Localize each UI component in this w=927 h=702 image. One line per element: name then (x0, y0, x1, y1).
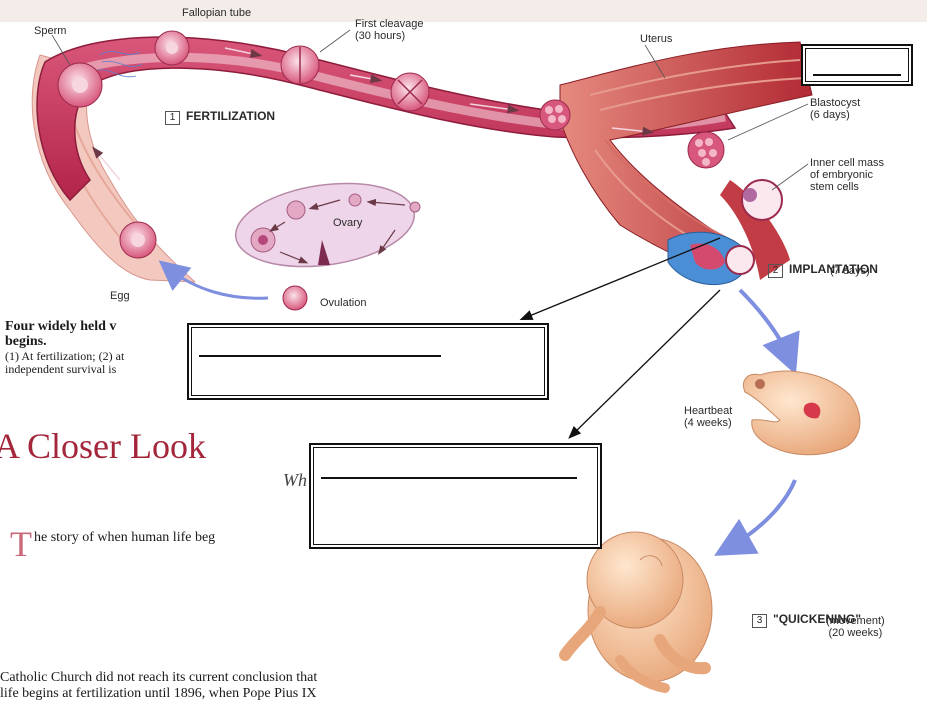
label-implantation-days: (7 days) (830, 265, 870, 277)
implantation-arrow (738, 288, 800, 375)
body-text-line-3: life begins at fertilization until 1896,… (0, 686, 317, 701)
label-fallopian-tube: Fallopian tube (182, 7, 252, 19)
section-heading: A Closer Look (0, 426, 206, 466)
answer-box-1[interactable] (187, 323, 549, 400)
label-heartbeat: Heartbeat (4 weeks) (684, 405, 733, 429)
pointer-arrow-1 (519, 237, 721, 320)
step-number-1: 1 (165, 111, 180, 125)
morula (539, 99, 571, 131)
label-ovary: Ovary (333, 217, 363, 229)
section-subheading: Wh (283, 470, 307, 490)
answer-blank (321, 477, 577, 479)
label-uterus: Uterus (640, 33, 673, 45)
caption-body: (1) At fertilization; (2) at independent… (5, 349, 125, 376)
label-ovulation: Ovulation (320, 297, 367, 309)
answer-box-2[interactable] (309, 443, 602, 549)
label-quickening: 3"QUICKENING" (752, 601, 861, 628)
body-text-line-1: he story of when human life beg (34, 530, 216, 545)
label-blastocyst: Blastocyst (6 days) (810, 97, 861, 121)
step-number-3: 3 (752, 614, 767, 628)
caption-title: Four widely held v begins. (5, 319, 117, 349)
answer-blank (199, 355, 441, 357)
fetus-20-weeks (559, 531, 713, 693)
label-inner-cell-mass: Inner cell mass of embryonic stem cells (810, 157, 884, 193)
answer-blank (813, 74, 901, 76)
label-first-cleavage: First cleavage (30 hours) (355, 18, 424, 42)
embryo-4-weeks (743, 370, 861, 456)
heartbeat-arrow (714, 479, 797, 556)
ovulation-cell (282, 285, 308, 311)
label-egg: Egg (110, 290, 130, 302)
ovulation-arrow (158, 260, 269, 300)
answer-box-small[interactable] (801, 44, 913, 86)
label-quickening-detail: (movement) (20 weeks) (826, 615, 885, 639)
pointer-arrow-2 (568, 289, 721, 439)
label-sperm: Sperm (34, 25, 67, 37)
step-number-2: 2 (768, 264, 783, 278)
drop-cap: T (10, 524, 32, 564)
body-text-line-2: Catholic Church did not reach its curren… (0, 670, 318, 685)
uterus-wall (559, 41, 813, 279)
top-band (0, 0, 927, 22)
